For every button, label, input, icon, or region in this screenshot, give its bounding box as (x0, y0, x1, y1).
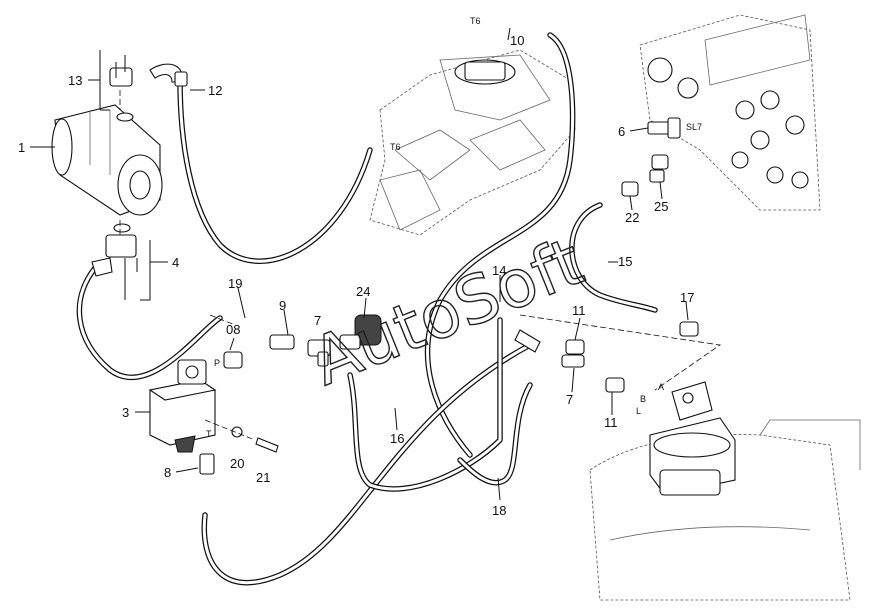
bolts-13 (115, 55, 138, 300)
callout-1: 1 (18, 140, 25, 155)
leader-lines (30, 27, 689, 501)
port-label-b: B (640, 394, 646, 404)
callout-13: 13 (68, 73, 82, 88)
fitting-6-sl7 (647, 117, 681, 139)
callout-19: 19 (228, 276, 242, 291)
callout-21: 21 (256, 470, 270, 485)
fitting-17 (679, 321, 699, 337)
fitting-08 (223, 351, 243, 369)
port-label-p: P (214, 358, 220, 368)
hose-left-4-19 (76, 265, 223, 381)
port-label-t6-mid: T6 (390, 142, 401, 152)
port-label-t6-top: T6 (470, 16, 481, 26)
hose-16 (201, 342, 533, 586)
filter-24 (339, 314, 382, 350)
watermark: AutoSoft (302, 223, 594, 401)
port-label-sl7: SL7 (686, 122, 702, 132)
callout-10: 10 (510, 33, 524, 48)
background-valve-block-ghost (639, 14, 821, 211)
callout-7b: 7 (566, 392, 573, 407)
hose-18 (457, 382, 533, 486)
callout-9: 9 (279, 298, 286, 313)
callout-7a: 7 (314, 313, 321, 328)
callout-6: 6 (618, 124, 625, 139)
callout-08: 08 (226, 322, 240, 337)
port-label-l: L (636, 406, 641, 416)
background-distributor-ghost (369, 49, 576, 236)
hose-15 (569, 202, 658, 313)
solenoid-valve (148, 359, 217, 475)
callout-24: 24 (356, 284, 370, 299)
hydraulic-motor (649, 381, 736, 496)
dashed-link-19 (209, 314, 236, 326)
hose-10 (424, 32, 576, 458)
callout-16: 16 (390, 431, 404, 446)
callout-15: 15 (618, 254, 632, 269)
callout-12: 12 (208, 83, 222, 98)
hose-16-lower (347, 317, 503, 492)
elbow-fitting-4 (91, 257, 113, 277)
callout-4: 4 (172, 255, 179, 270)
hose-12 (177, 77, 373, 264)
washer-20 (231, 426, 243, 438)
callout-11a: 11 (572, 303, 586, 318)
callout-20: 20 (230, 456, 244, 471)
callout-14: 14 (492, 263, 506, 278)
callout-11b: 11 (604, 415, 618, 430)
bolt-21 (255, 437, 279, 453)
dashed-link-15-17 (519, 314, 722, 391)
tee-fitting-9 (269, 334, 331, 367)
elbow-fitting-top (149, 63, 188, 87)
callout-3: 3 (122, 405, 129, 420)
gear-pump (51, 67, 163, 258)
port-label-a: A (658, 382, 664, 392)
fitting-25 (649, 154, 669, 183)
callout-18: 18 (492, 503, 506, 518)
port-label-t: T (206, 429, 212, 439)
callout-17: 17 (680, 290, 694, 305)
callout-22: 22 (625, 210, 639, 225)
fitting-22 (621, 181, 639, 197)
callout-25: 25 (654, 199, 668, 214)
fittings-11-7 (514, 329, 625, 393)
callout-8: 8 (164, 465, 171, 480)
